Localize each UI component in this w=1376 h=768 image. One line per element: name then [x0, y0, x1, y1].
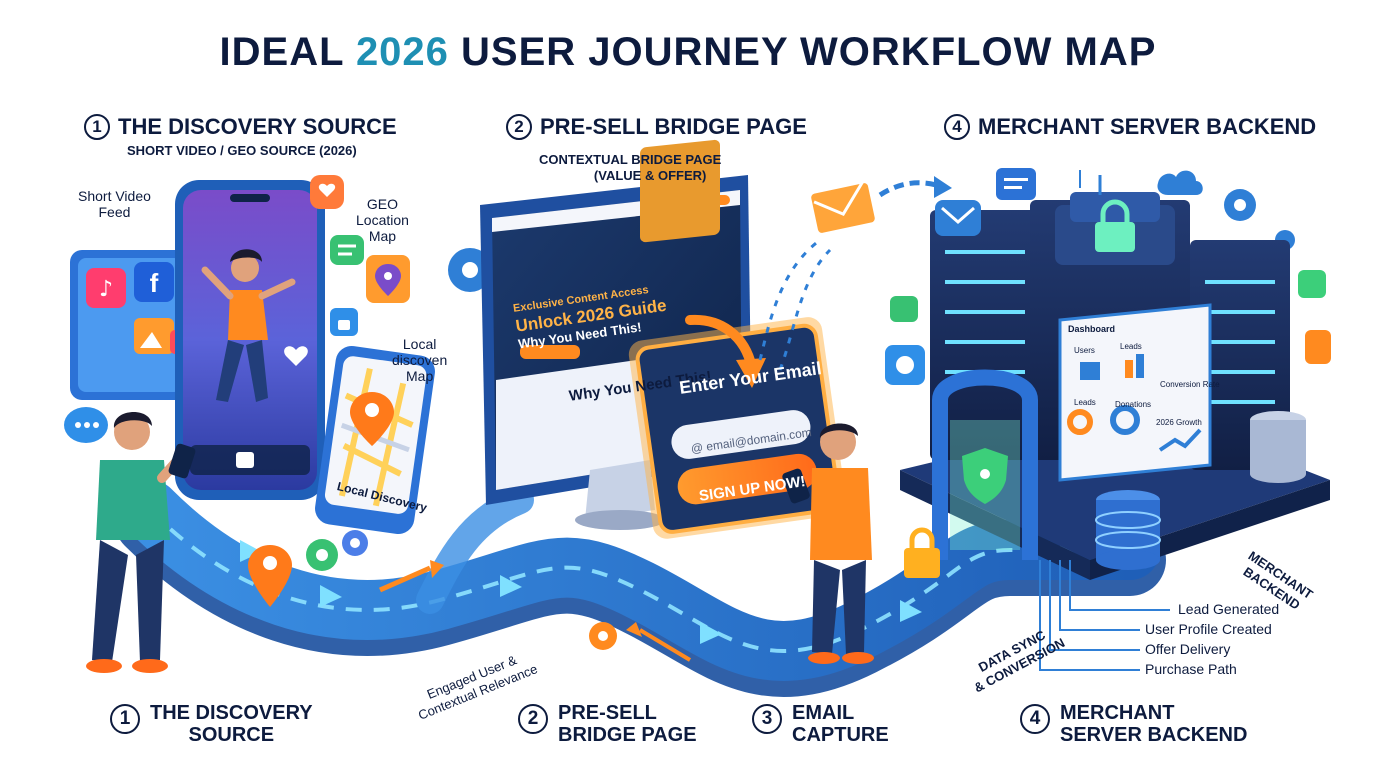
- down-arrow-icon: [685, 314, 766, 388]
- dashboard-leads: Leads: [1120, 342, 1142, 351]
- title-year: 2026: [355, 30, 449, 74]
- presell-number: 2: [506, 114, 532, 140]
- path-pin-icon: [248, 545, 292, 607]
- lock-icon: [904, 527, 940, 578]
- chat-bubble-icon: [64, 407, 108, 443]
- heart-icon: [284, 346, 308, 366]
- data-stream: [758, 238, 832, 371]
- padlock-icon: [1095, 199, 1135, 252]
- smartphone: [175, 180, 325, 500]
- cloud-icon: [1157, 170, 1203, 195]
- dashboard-donations: Donations: [1115, 400, 1152, 409]
- chat-icon: [330, 235, 364, 265]
- shield-icon: [962, 448, 1008, 504]
- tiktok-icon: ♪: [86, 268, 126, 308]
- dashboard-title: Dashboard: [1068, 324, 1116, 334]
- page-title: IDEAL 2026 USER JOURNEY WORKFLOW MAP: [219, 30, 1157, 74]
- journey-path: [114, 480, 1166, 697]
- email-user: [782, 423, 874, 664]
- database-icon: [1095, 411, 1306, 570]
- dashboard-conversion: Conversion Rate: [1160, 380, 1220, 389]
- backend-item-offer: Offer Delivery: [1145, 641, 1231, 657]
- discovery-user: [86, 411, 196, 673]
- connector-lines: [1039, 170, 1170, 671]
- location-pin-icon: [366, 255, 410, 303]
- backend-item-purchase: Purchase Path: [1145, 661, 1237, 677]
- discovery-subheading: SHORT VIDEO / GEO SOURCE (2026): [127, 143, 357, 158]
- dashboard-growth: 2026 Growth: [1156, 418, 1202, 427]
- facebook-icon: f: [134, 262, 174, 302]
- merchant-heading: 4 MERCHANT SERVER BACKEND: [944, 114, 1316, 140]
- backend-icons: [885, 168, 1331, 385]
- lock-small-icon: [330, 308, 358, 336]
- discovery-heading: 1 THE DISCOVERY SOURCE: [84, 114, 397, 140]
- svg-text:f: f: [150, 268, 159, 298]
- image-icon: [134, 318, 174, 354]
- dashboard-panel: [1058, 303, 1212, 482]
- like-bubble-icon: [310, 175, 344, 209]
- dashboard-leads-2: Leads: [1074, 398, 1096, 407]
- svg-text:♪: ♪: [99, 277, 113, 302]
- backend-item-lead: Lead Generated: [1178, 601, 1280, 617]
- presell-subheading: CONTEXTUAL BRIDGE PAGE (VALUE & OFFER): [539, 152, 722, 183]
- dashboard-users: Users: [1074, 346, 1095, 355]
- backend-item-profile: User Profile Created: [1145, 621, 1272, 637]
- presell-heading: 2 PRE-SELL BRIDGE PAGE: [506, 114, 807, 140]
- map-pin-icon: [350, 392, 394, 446]
- discovery-number: 1: [84, 114, 110, 140]
- merchant-number: 4: [944, 114, 970, 140]
- envelope-icon: [811, 176, 952, 233]
